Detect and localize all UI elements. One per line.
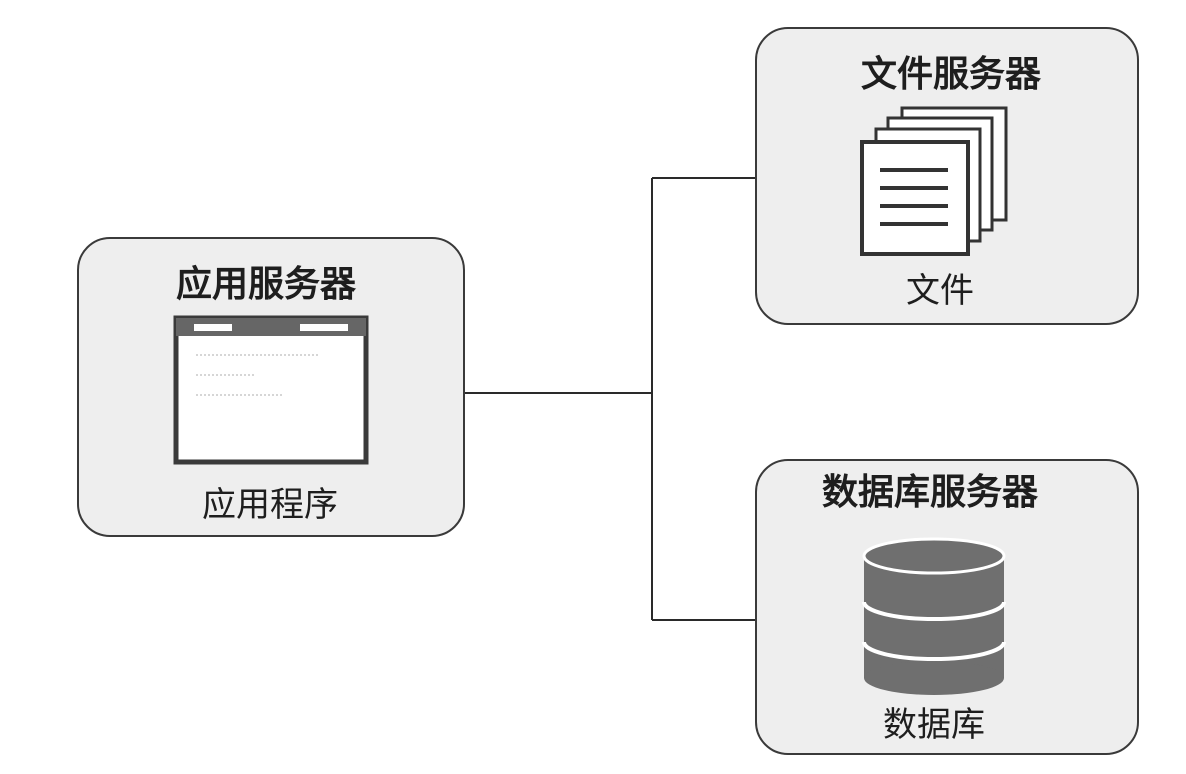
db-server-caption: 数据库	[883, 705, 985, 745]
app-server-caption: 应用程序	[202, 485, 338, 525]
documents-stack-icon	[860, 106, 1008, 256]
file-server-title: 文件服务器	[861, 54, 1042, 95]
db-server-node: 数据库服务器 数据库	[755, 459, 1139, 755]
file-server-caption: 文件	[906, 271, 974, 311]
app-server-node: 应用服务器 应用程序	[77, 237, 465, 537]
database-cylinder-icon	[862, 537, 1006, 695]
db-server-title: 数据库服务器	[822, 472, 1039, 513]
app-server-title: 应用服务器	[176, 264, 357, 305]
application-window-icon	[173, 315, 369, 465]
file-server-node: 文件服务器 文件	[755, 27, 1139, 325]
